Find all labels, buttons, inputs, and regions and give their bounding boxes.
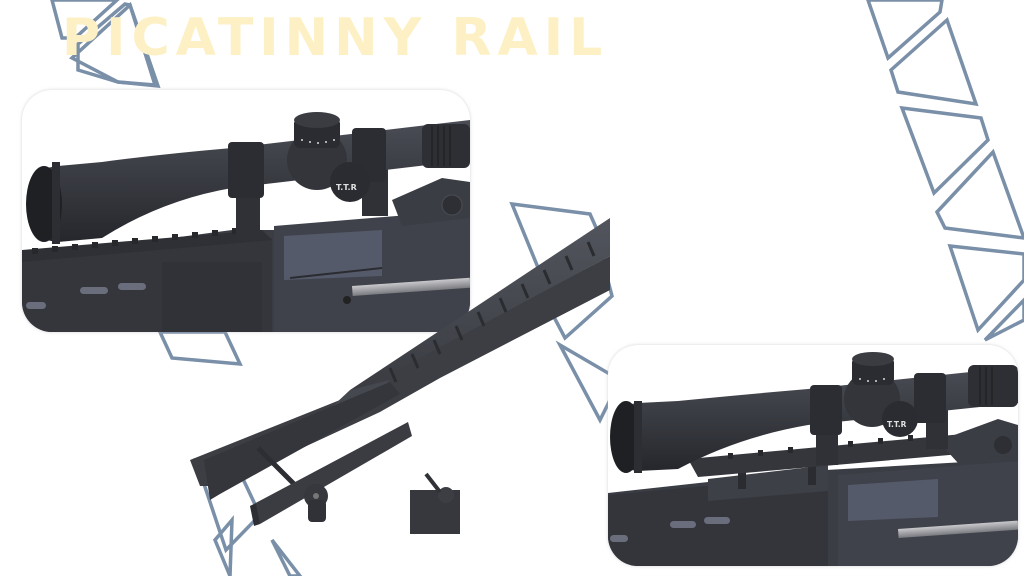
exploded-rail-mount-render	[190, 218, 610, 534]
scope-rifle-render: T.T.R	[22, 112, 470, 332]
scope-logo-text: T.T.R	[887, 420, 907, 429]
scope-mount-render: T.T.R	[608, 352, 1018, 566]
slide-title: PICATINNY RAIL	[62, 8, 609, 68]
scope-logo-text: T.T.R	[336, 183, 357, 192]
image-panel-scope-mounted-view: T.T.R	[608, 345, 1018, 566]
image-panel-scope-side-view: T.T.R	[22, 90, 470, 332]
